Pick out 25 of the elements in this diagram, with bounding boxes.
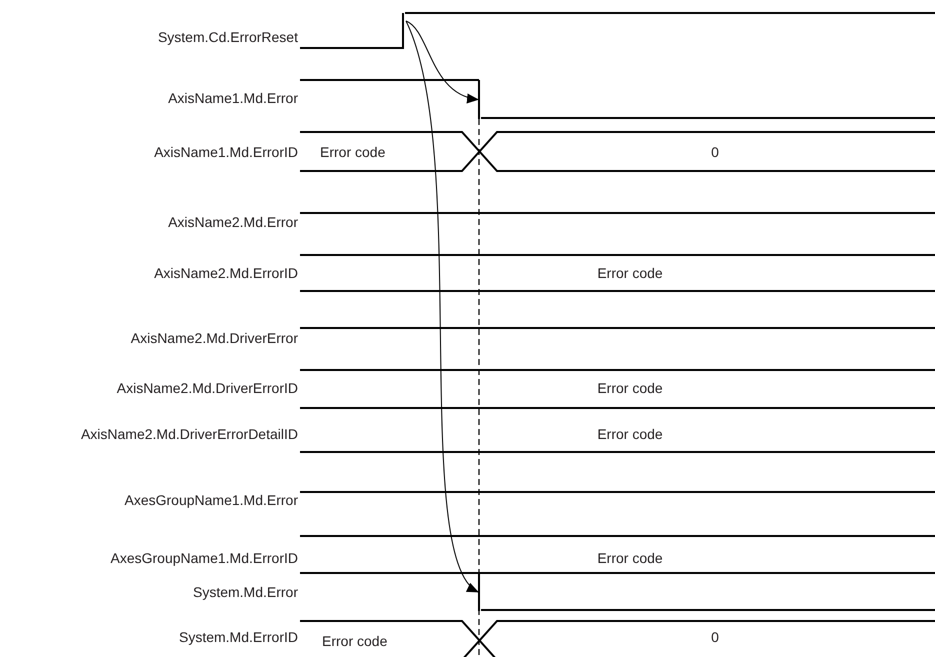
signal-name: AxesGroupName1.Md.ErrorID [110,550,298,566]
signal-name: AxisName2.Md.ErrorID [154,265,298,281]
signal-name: System.Cd.ErrorReset [158,29,298,45]
signal-transition-edge [402,13,406,49]
signal-transition-edge [478,80,482,119]
signal-name: System.Md.Error [192,584,298,600]
signal-value: Error code [597,426,663,442]
signal-value: 0 [711,629,719,645]
signal-value: Error code [597,380,663,396]
signal-value: 0 [711,144,719,160]
signal-name: AxesGroupName1.Md.Error [124,492,298,508]
arrow [406,20,479,102]
signal-name: AxisName2.Md.DriverError [130,330,298,346]
arrow [406,20,479,593]
signal-name: AxisName2.Md.DriverErrorDetailID [80,426,298,442]
signal-name: AxisName1.Md.Error [168,90,298,106]
signal-name: AxisName2.Md.Error [168,214,298,230]
signal-value: Error code [322,633,388,649]
signal-value: Error code [597,265,663,281]
signal-value: Error code [597,550,663,566]
signal-name: System.Md.ErrorID [178,629,298,645]
signal-transition-edge [478,573,482,611]
signal-value: Error code [320,144,386,160]
signal-name: AxisName1.Md.ErrorID [154,144,298,160]
signal-name: AxisName2.Md.DriverErrorID [116,380,298,396]
